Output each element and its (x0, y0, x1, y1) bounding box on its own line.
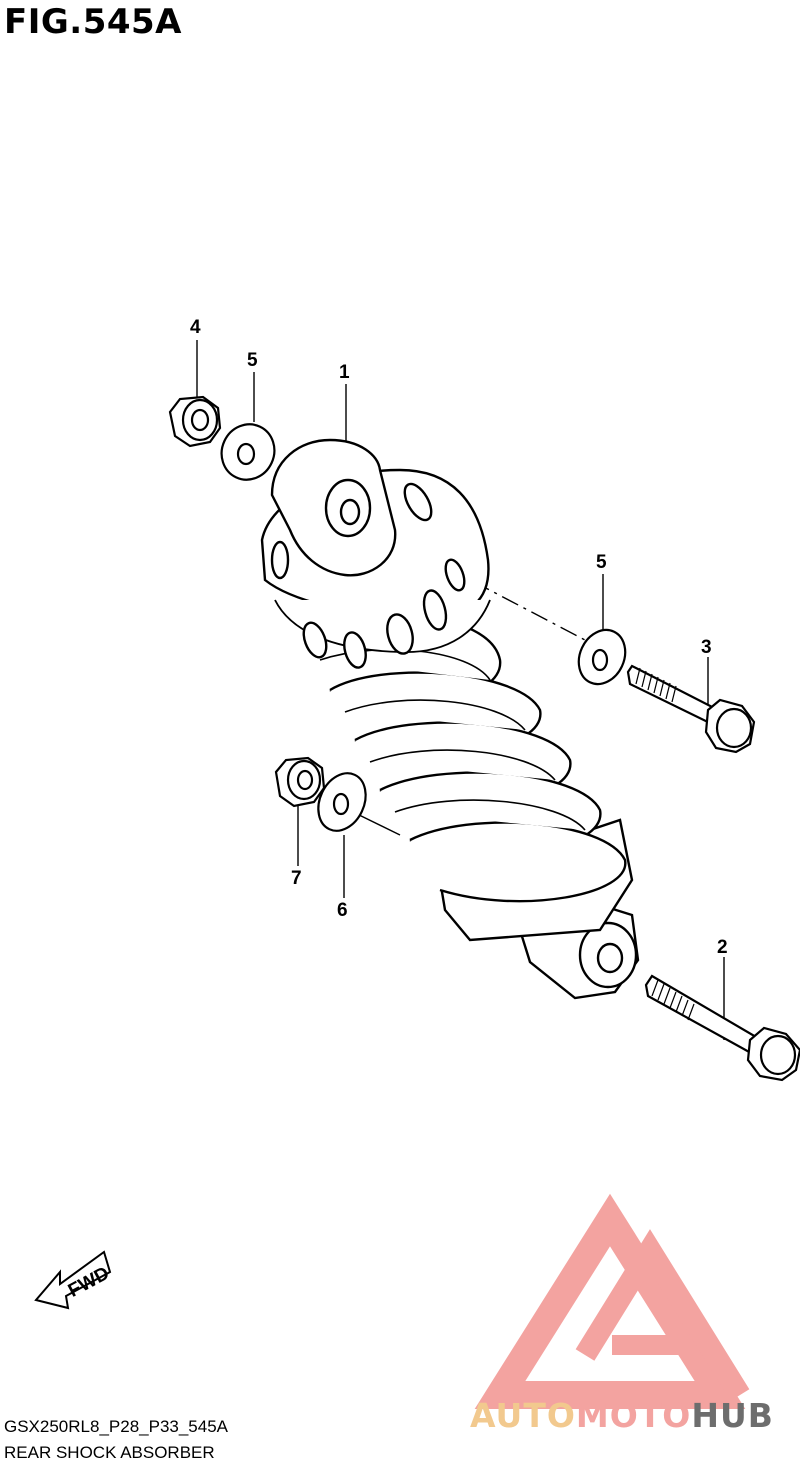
watermark-part-auto: AUTO (470, 1396, 576, 1435)
callout-6: 6 (337, 900, 348, 921)
part-2-bolt (644, 974, 800, 1082)
figure-title: FIG.545A (4, 2, 182, 42)
part-5-washer-upper (220, 423, 276, 481)
callout-2: 2 (717, 937, 728, 958)
part-5-washer-lower (577, 628, 627, 686)
callout-7: 7 (291, 868, 302, 889)
part-6-washer (317, 772, 367, 832)
watermark-wordmark: AUTOMOTOHUB (470, 1396, 774, 1435)
watermark-logo (474, 1193, 750, 1409)
callout-5-lower: 5 (596, 552, 607, 573)
watermark-part-hub: HUB (691, 1396, 774, 1435)
part-7-flange-nut (274, 756, 326, 808)
callouts: 4 5 1 5 3 2 7 6 (190, 317, 728, 958)
watermark-part-moto: MOTO (575, 1396, 692, 1435)
diagram-name: REAR SHOCK ABSORBER (4, 1443, 215, 1462)
part-4-flange-nut (168, 395, 222, 448)
part-3-bolt (626, 664, 756, 754)
callout-1: 1 (339, 362, 350, 383)
diagram-code: GSX250RL8_P28_P33_545A (4, 1417, 229, 1436)
callout-5-upper: 5 (247, 350, 258, 371)
part-1-shock-absorber (260, 438, 640, 1000)
callout-4: 4 (190, 317, 201, 338)
callout-3: 3 (701, 637, 712, 658)
fwd-arrow-icon (34, 1250, 112, 1310)
